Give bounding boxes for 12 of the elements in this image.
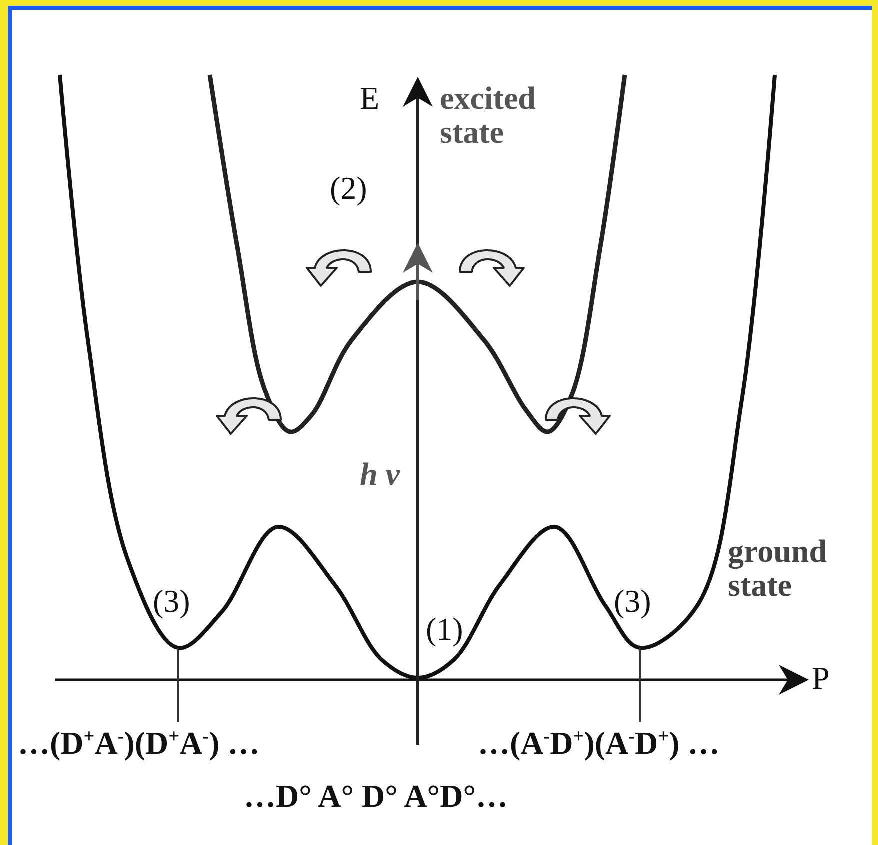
process-number: (3) (614, 585, 652, 619)
axis-label: P (812, 662, 830, 696)
process-number: (3) (153, 585, 190, 619)
chain-notation: …(A$^{-}$D$^{+}$)(A$^{-}$D$^{+}$) … (478, 727, 720, 761)
process-number: (1) (426, 613, 464, 647)
chain-notation: …D° A° D° A°D°… (244, 780, 508, 814)
axis-label: E (360, 82, 380, 116)
state-label: ground state (728, 535, 828, 602)
state-label: excited state (440, 82, 537, 150)
photon-energy-label: h ν (360, 458, 400, 492)
process-number: (2) (330, 172, 368, 206)
chain-notation: …(D$^{+}$A$^{-}$)(D$^{+}$A$^{-}$) … (18, 727, 260, 761)
